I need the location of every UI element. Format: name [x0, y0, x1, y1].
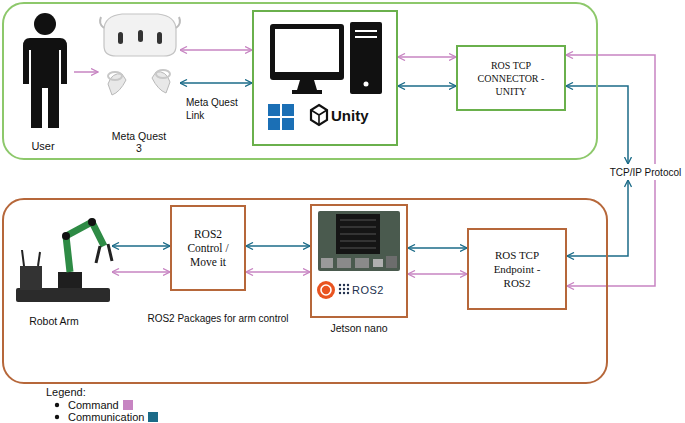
jetson-board [318, 211, 400, 271]
node-text: ROS TCP CONNECTOR - UNITY [458, 59, 564, 98]
group-band: Robot ArmROS2 Control / Move itROS2 Pack… [2, 198, 608, 384]
ubuntu-logo [317, 281, 335, 299]
unity-logo [311, 105, 327, 125]
group-band: User Meta Quest 3 Unity ROS TCP CONNECTOR -… [2, 2, 598, 160]
arrow-connector [408, 273, 467, 275]
node-text: ROS2 [352, 284, 384, 296]
arrow-connector [408, 247, 467, 249]
arrow-connector [567, 180, 628, 256]
legend-text: Communication [68, 411, 144, 423]
node-text: Jetson nano [312, 322, 406, 334]
arrow-connector [398, 85, 456, 87]
legend-bullet [55, 403, 59, 407]
node-text: Meta Quest 3 [110, 130, 168, 154]
computer-icon [270, 22, 382, 94]
node-text: User [12, 140, 74, 152]
headset-node: Meta Quest 3 [98, 8, 180, 158]
arrow-connector [180, 49, 252, 51]
headset-image [100, 14, 180, 95]
arrow-connector [246, 271, 310, 273]
windows-logo [268, 104, 294, 130]
user-node: User [12, 8, 74, 156]
arrow-connector [180, 82, 252, 84]
legend-row: Communication [68, 411, 158, 423]
node-text: Robot Arm [18, 315, 90, 327]
edge-label: Meta Quest Link [186, 96, 244, 122]
protocol-node: TCP/IP Protocol [606, 164, 685, 180]
node-text: ROS TCP Endpoint -ROS2 [469, 248, 565, 290]
process-box: ROS TCP CONNECTOR - UNITY [456, 45, 566, 111]
device-box: ROS2Jetson nano [310, 204, 408, 318]
node-text: Unity [331, 107, 369, 124]
robot-node: Robot Arm [12, 205, 112, 337]
process-box: ROS2 Control / Move itROS2 Packages for … [170, 205, 246, 291]
arrow-connector [112, 271, 170, 273]
legend-swatch [148, 412, 158, 422]
arrow-connector [398, 56, 456, 58]
arrow-connector [74, 71, 98, 73]
node-text: ROS2 Packages for arm control [130, 313, 306, 324]
legend-bullet [55, 415, 59, 419]
legend-text: Command [68, 399, 119, 411]
process-box: ROS TCP Endpoint -ROS2 [467, 228, 567, 310]
robot-arm-image [16, 218, 112, 302]
legend-heading: Legend: [46, 386, 86, 398]
node-text: ROS2 Control / Move it [172, 227, 244, 269]
node-text: TCP/IP Protocol [610, 167, 682, 178]
computer-box: Unity [252, 10, 398, 146]
arrow-connector [246, 245, 310, 247]
ros-logo-dots [339, 284, 349, 294]
legend-swatch [123, 400, 133, 410]
legend-row: Command [68, 399, 133, 411]
arrow-connector [112, 245, 170, 247]
user-figure [23, 13, 67, 128]
